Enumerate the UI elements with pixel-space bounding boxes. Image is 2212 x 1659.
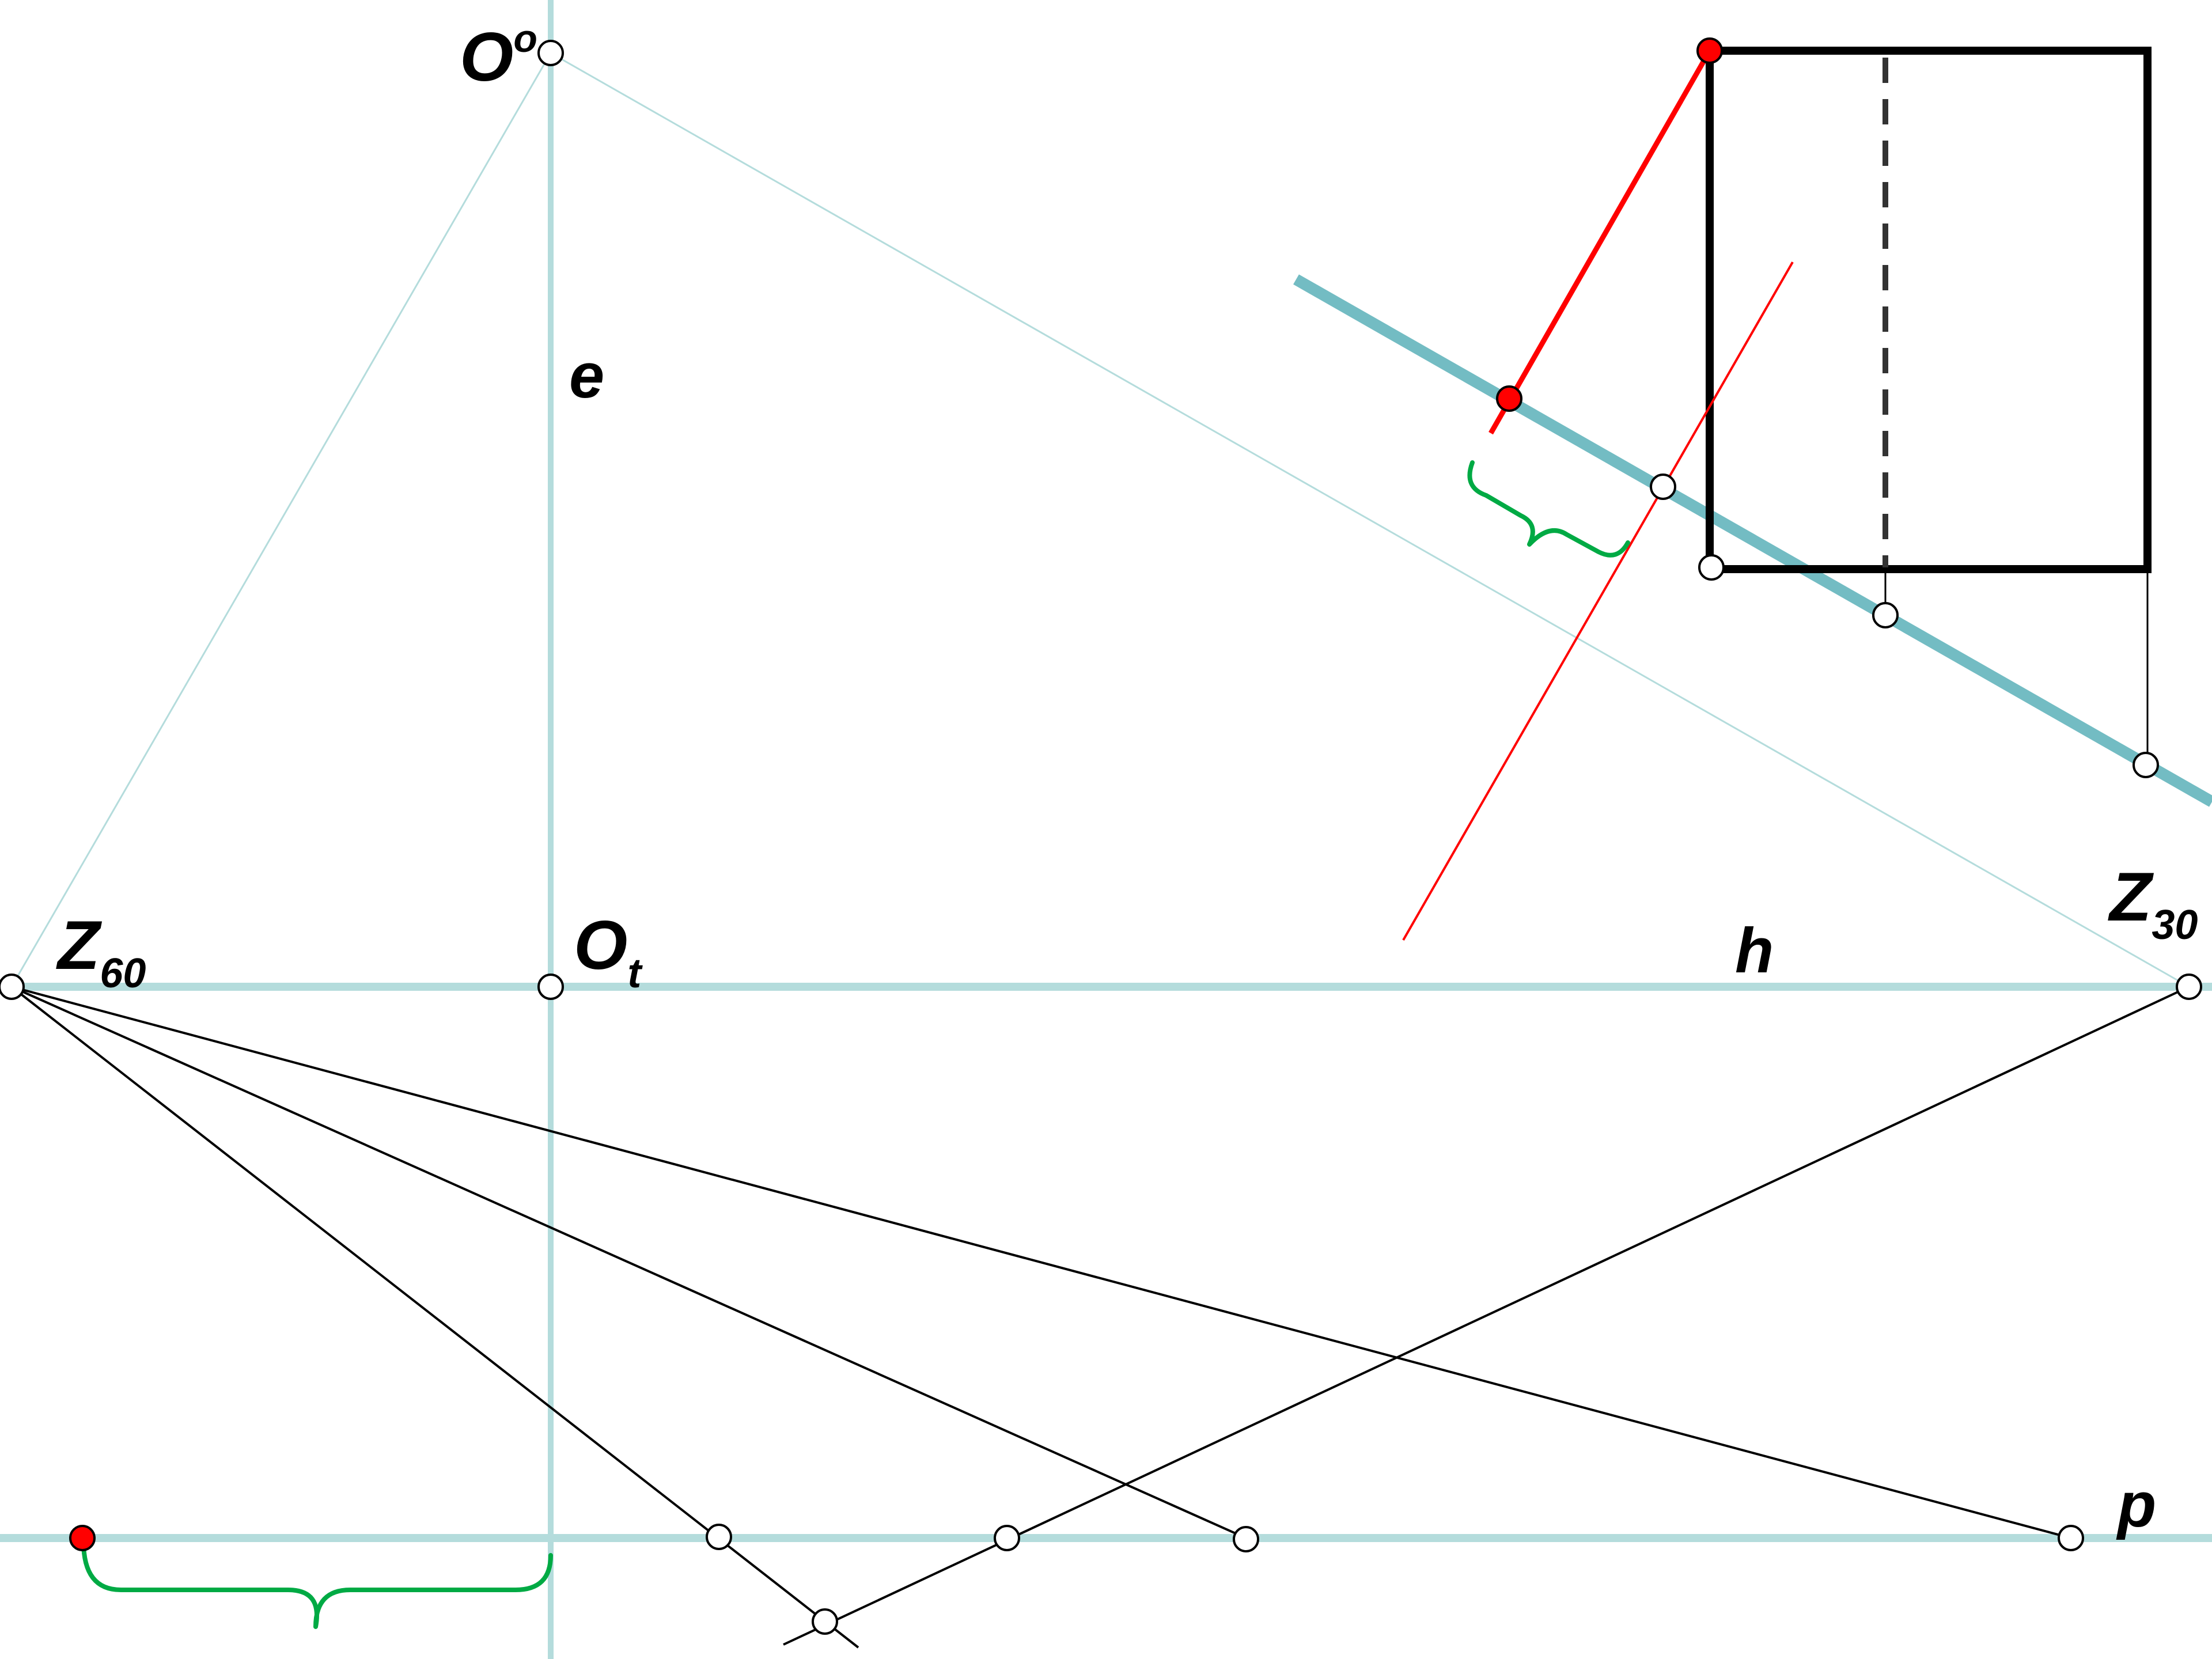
labels: Oo e Ot Z60 Z30 h p bbox=[56, 17, 2198, 1540]
red-thick-line bbox=[1488, 49, 1712, 435]
label-h: h bbox=[1735, 915, 1774, 986]
point-dash-foot bbox=[1872, 602, 1899, 628]
brace-picture bbox=[81, 1539, 553, 1629]
point-p-1 bbox=[706, 1524, 732, 1550]
point-p-2 bbox=[994, 1525, 1020, 1551]
point-red-line-intersect bbox=[1650, 474, 1676, 500]
point-Z30 bbox=[2176, 974, 2202, 1000]
ray-Z60-2 bbox=[11, 986, 1247, 1539]
point-plan-corner-bottom-left bbox=[1698, 554, 1725, 581]
green-braces bbox=[81, 460, 1630, 1629]
plan-base-line bbox=[1293, 274, 2212, 807]
point-right-foot bbox=[2133, 752, 2159, 778]
point-plan-corner-red bbox=[1696, 37, 1723, 64]
label-p: p bbox=[2116, 1469, 2156, 1540]
label-Ot: Ot bbox=[574, 907, 643, 997]
plan-outline bbox=[1706, 47, 2152, 573]
red-lines bbox=[1402, 49, 1794, 941]
perspective-rays bbox=[10, 569, 2190, 1649]
point-ray-intersect bbox=[812, 1608, 838, 1635]
ray-Z60-3 bbox=[11, 986, 2071, 1539]
points bbox=[0, 37, 2202, 1635]
line-O0-Z60 bbox=[10, 52, 552, 987]
label-Z60: Z60 bbox=[56, 907, 146, 997]
plan-rectangle bbox=[1706, 47, 2152, 573]
label-e: e bbox=[569, 340, 604, 411]
label-Z30: Z30 bbox=[2108, 858, 2198, 948]
line-O0-Z30 bbox=[550, 52, 2190, 988]
point-p-red bbox=[69, 1525, 96, 1551]
brace-plan bbox=[1467, 460, 1630, 558]
red-thin-line bbox=[1402, 262, 1794, 941]
point-red-on-base bbox=[1496, 385, 1522, 412]
point-p-3 bbox=[1233, 1526, 1259, 1552]
point-O0 bbox=[537, 40, 564, 66]
label-O0: Oo bbox=[460, 17, 537, 96]
ray-Z30-1 bbox=[783, 986, 2190, 1646]
point-Ot bbox=[537, 974, 564, 1000]
ray-Z60-1 bbox=[10, 986, 859, 1649]
point-p-4 bbox=[2058, 1525, 2084, 1551]
point-Z60 bbox=[0, 974, 25, 1000]
